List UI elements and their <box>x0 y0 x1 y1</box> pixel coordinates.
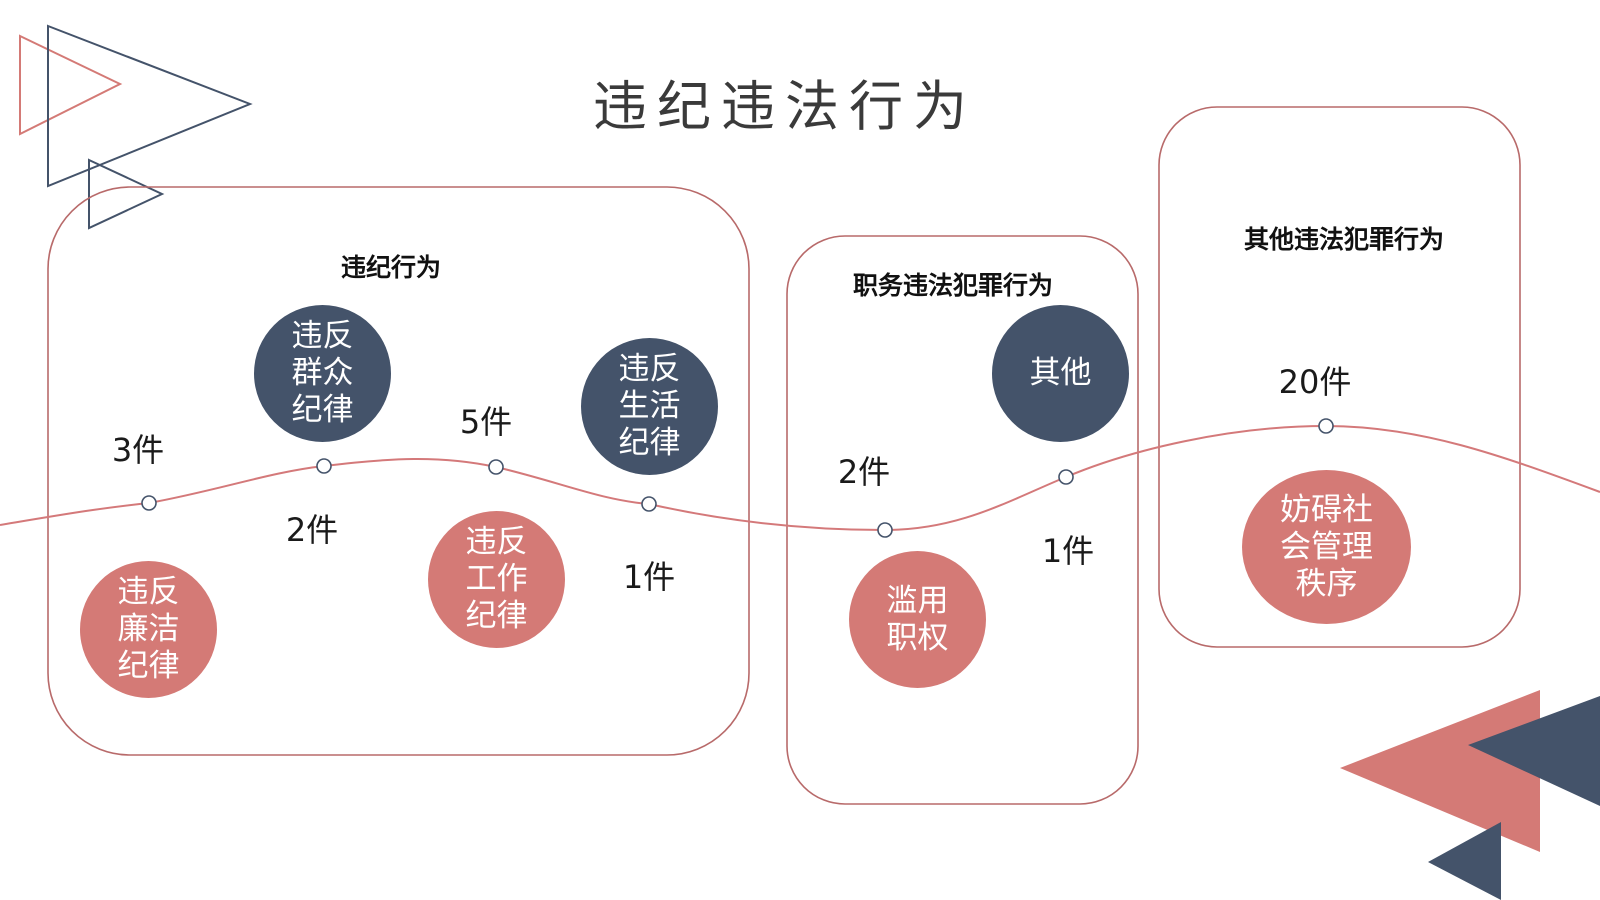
timeline-nodes <box>141 418 1334 538</box>
decorative-triangle-red-filled <box>1340 690 1540 852</box>
item-circle: 违反工作纪律 <box>428 511 565 648</box>
group-title-discipline: 违纪行为 <box>340 253 442 282</box>
item-count: 3件 <box>111 431 165 469</box>
decorative-triangle-dark-filled <box>1468 696 1600 806</box>
group-title-duty-crime: 职务违法犯罪行为 <box>852 271 1054 300</box>
item-circle: 妨碍社会管理秩序 <box>1242 470 1411 624</box>
item-count: 5件 <box>459 403 513 441</box>
decorative-triangle-outline-small <box>88 158 165 230</box>
item-count: 2件 <box>285 511 339 549</box>
timeline-node <box>141 495 157 511</box>
decorative-triangle-dark-bottom <box>1428 822 1501 900</box>
item-circle: 滥用职权 <box>849 551 986 688</box>
item-circle: 违反生活纪律 <box>581 338 718 475</box>
item-circle: 违反廉洁纪律 <box>80 561 217 698</box>
timeline-node <box>1058 469 1074 485</box>
timeline-node <box>316 458 332 474</box>
group-title-other-crime: 其他违法犯罪行为 <box>1243 225 1445 254</box>
item-count: 2件 <box>837 453 891 491</box>
timeline-node <box>877 522 893 538</box>
item-count: 1件 <box>1041 532 1095 570</box>
item-label: 其他 <box>1029 355 1092 391</box>
timeline-node <box>641 496 657 512</box>
group-frame-other-crime <box>1158 106 1521 648</box>
item-label: 滥用职权 <box>886 582 949 656</box>
timeline-curve <box>0 424 1600 532</box>
item-label: 违反廉洁纪律 <box>117 574 180 684</box>
group-frame-discipline <box>47 186 750 756</box>
decorative-triangle-outline-dark <box>47 24 253 188</box>
item-label: 妨碍社会管理秩序 <box>1280 491 1373 602</box>
item-count: 20件 <box>1278 363 1352 401</box>
item-label: 违反生活纪律 <box>618 351 681 461</box>
item-label: 违反工作纪律 <box>465 524 528 634</box>
timeline-node <box>488 459 504 475</box>
timeline-node <box>1318 418 1334 434</box>
decorative-triangle-outline-red <box>19 34 123 136</box>
item-circle: 其他 <box>992 305 1129 442</box>
item-label: 违反群众纪律 <box>291 318 354 428</box>
item-count: 1件 <box>622 558 676 596</box>
page-title: 违纪违法行为 <box>593 75 977 138</box>
item-circle: 违反群众纪律 <box>254 305 391 442</box>
group-frame-duty-crime <box>786 235 1139 805</box>
